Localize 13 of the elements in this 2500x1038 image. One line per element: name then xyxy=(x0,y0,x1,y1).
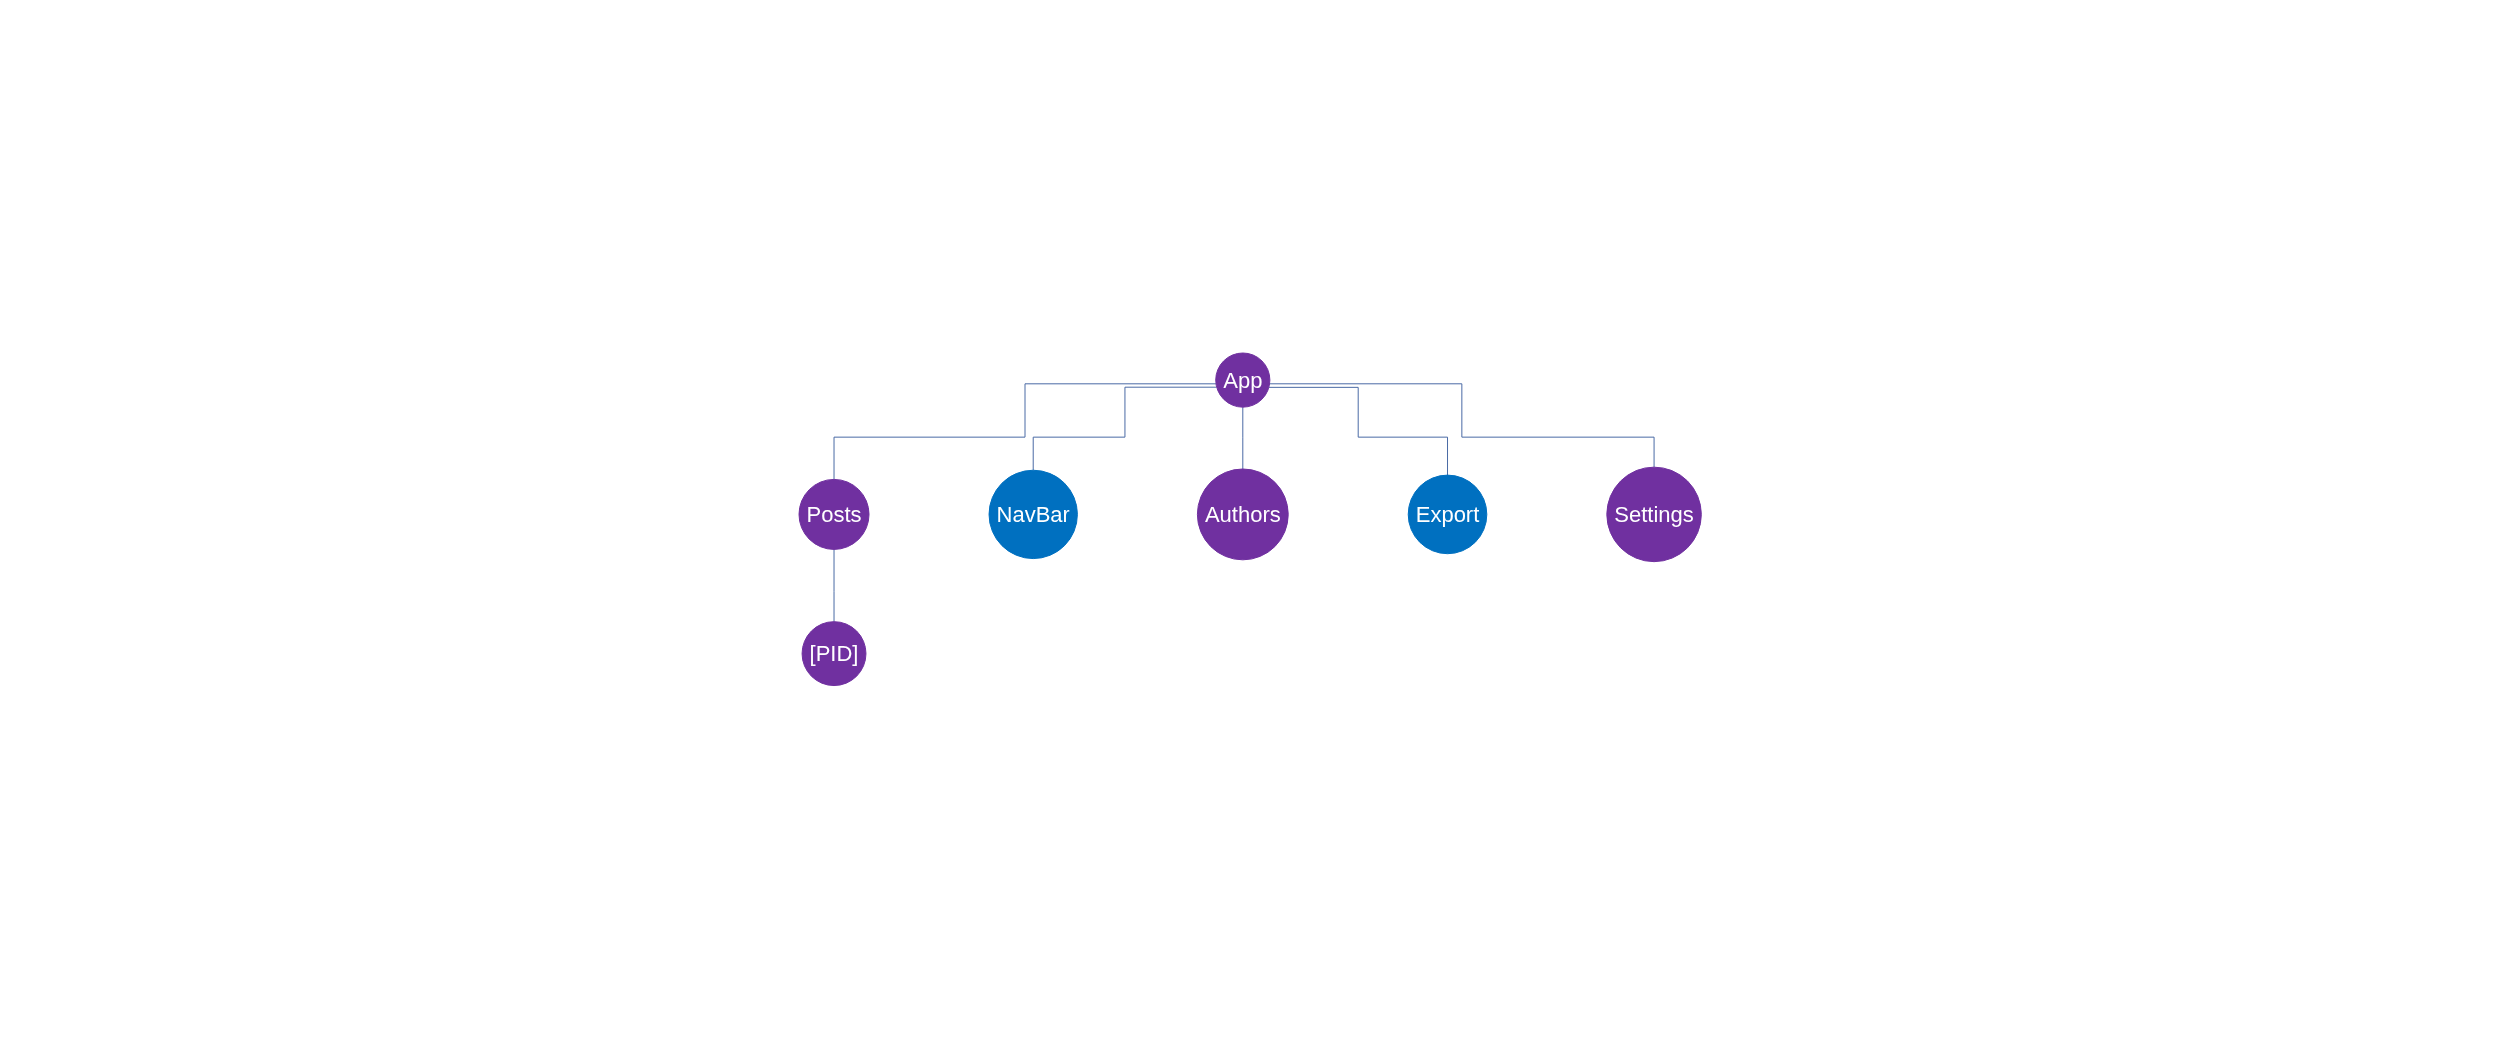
connector xyxy=(1268,386,1448,476)
connector xyxy=(1032,386,1217,471)
node-circle: Posts xyxy=(798,478,870,550)
connector xyxy=(833,383,1217,480)
node-circle: App xyxy=(1215,352,1271,408)
node-circle: Authors xyxy=(1196,468,1289,561)
connector xyxy=(1242,406,1244,470)
connector xyxy=(833,548,835,622)
connector xyxy=(1268,383,1655,468)
node-circle: Export xyxy=(1407,474,1488,554)
node-circle: Settings xyxy=(1606,466,1702,562)
node-circle: [PID] xyxy=(801,620,867,686)
node-circle: NavBar xyxy=(988,469,1078,559)
